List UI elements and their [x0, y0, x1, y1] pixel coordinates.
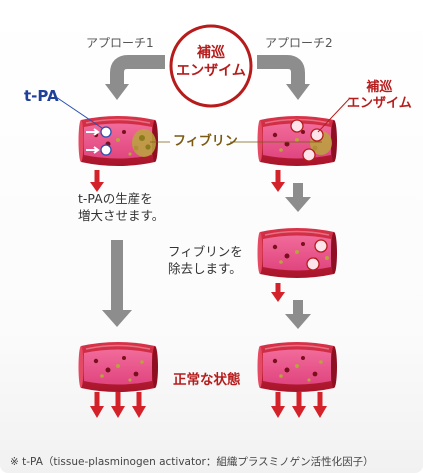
flow-arrows-left [90, 392, 146, 418]
step-tpa-text: t-PAの生産を 増大させます。 [78, 191, 165, 223]
arrow-right-2 [285, 314, 311, 329]
vessel-left-1 [77, 115, 159, 167]
vessel-right-2 [256, 227, 338, 279]
tpa-label: t-PA [24, 87, 59, 105]
fibrin-label: フィブリン [173, 134, 238, 149]
vessel-right-1 [256, 115, 338, 167]
vessel-left-normal [77, 341, 159, 393]
flow-arrows-right [271, 392, 327, 418]
enzyme-label: 補巡 エンザイム [347, 80, 412, 112]
arrow-right-1 [285, 197, 311, 212]
vessel-right-normal [256, 341, 338, 393]
curved-arrow-right [257, 55, 305, 88]
curved-arrow-left [110, 55, 165, 88]
footnote: ※ t-PA（tissue-plasminogen activator：組織プラ… [10, 456, 374, 468]
approach2-label: アプローチ2 [265, 36, 333, 50]
approach1-label: アプローチ1 [86, 36, 154, 50]
arrow-left-long [102, 310, 132, 327]
step-fibrin-text: フィブリンを 除去します。 [168, 244, 243, 276]
enzyme-leader [317, 97, 351, 133]
center-circle [169, 24, 253, 108]
tpa-leader [55, 96, 103, 129]
center-label: 補巡 エンザイム [176, 45, 246, 80]
normal-state-label: 正常な状態 [173, 372, 241, 388]
